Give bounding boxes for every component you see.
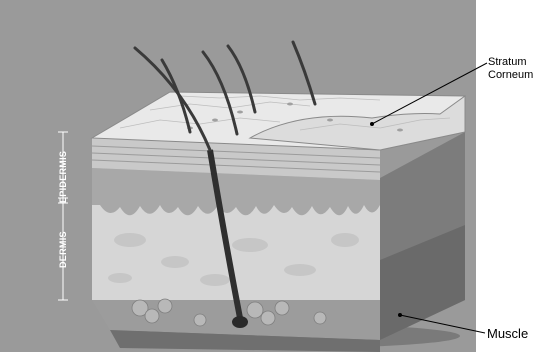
hair-bulb bbox=[232, 316, 248, 328]
epidermis-label: EPIDERMIS bbox=[58, 151, 68, 203]
stratum-corneum-dot bbox=[370, 122, 374, 126]
dermis-label: DERMIS bbox=[58, 231, 68, 268]
stratum-corneum-label: Stratum Corneum bbox=[488, 56, 548, 82]
muscle-dot bbox=[398, 313, 402, 317]
muscle-label: Muscle bbox=[487, 327, 528, 340]
